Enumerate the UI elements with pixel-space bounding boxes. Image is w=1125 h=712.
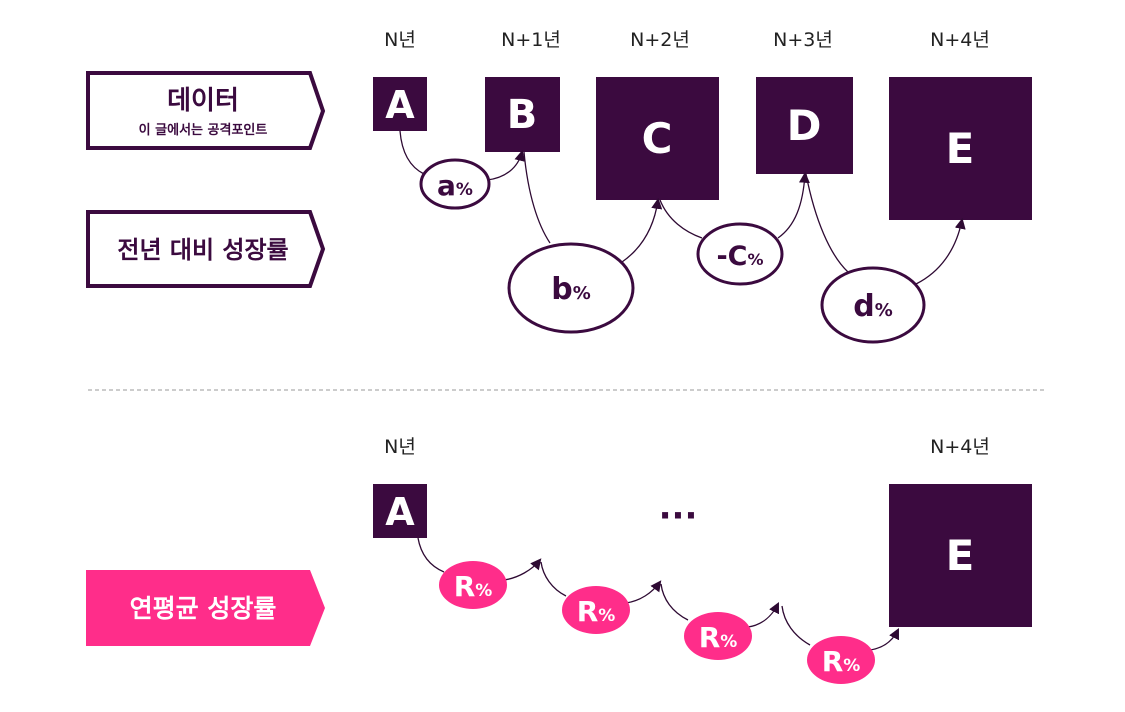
growth-tag [86,210,326,288]
connector-a-in [399,130,425,175]
connector-b-in [523,151,551,244]
ellipsis: ··· [659,496,698,536]
connector-d-in [805,173,849,273]
rate-bubble-a-text: a% [437,169,473,202]
cagr-tag [86,570,325,646]
r-bubble-3-text: R% [699,621,738,654]
year-label-n2: N+2년 [630,29,690,51]
connector-c-in [659,199,703,239]
r-bubble-3 [684,612,752,660]
r-connector-3-out [747,602,779,628]
data-tag [86,71,326,150]
year-label-bottom-n4: N+4년 [930,436,990,458]
box-b [485,77,560,152]
r-connector-4-out [869,628,899,651]
year-label-n1: N+1년 [501,29,561,51]
r-bubble-4-text: R% [822,645,861,678]
r-connector-4-in [781,605,811,646]
r-bubble-1-text: R% [454,570,493,603]
year-label-bottom-n: N년 [384,436,416,458]
cagr-tag-label: 연평균 성장률 [130,594,277,623]
rate-bubble-d-text: d% [853,289,893,324]
r-connector-2-out [625,580,662,604]
connector-b-out [621,197,663,263]
rate-bubble-a [419,158,491,210]
r-connector-2-in [540,561,567,597]
box-d-label: D [787,101,822,150]
r-connector-3-in [660,583,689,621]
year-label-n4: N+4년 [930,29,990,51]
year-label-n3: N+3년 [773,29,833,51]
rate-bubble-c-text: -C% [716,241,763,272]
rate-bubble-b-text: b% [551,272,591,307]
rate-bubble-d [820,266,926,344]
data-tag-sublabel: 이 글에서는 공격포인트 [139,122,268,138]
r-connector-1-out [503,558,542,581]
connector-c-out [777,171,810,239]
box-a-label: A [385,83,415,127]
year-label-n: N년 [384,29,416,51]
box-b-label: B [507,92,538,138]
rate-bubble-b [507,242,635,334]
bottom-box-e-label: E [946,531,975,580]
connector-a-out [486,149,526,181]
connector-d-out [915,217,966,285]
rate-bubble-c [696,222,784,286]
r-connector-1-in [417,537,445,573]
box-d [756,77,853,174]
r-bubble-1 [439,561,507,609]
box-a [373,77,427,131]
bottom-box-a-label: A [385,490,415,534]
bottom-box-e [889,484,1032,627]
box-e-label: E [946,124,975,173]
r-bubble-2-text: R% [577,595,616,628]
data-tag-label: 데이터 [167,86,239,116]
box-e [889,77,1032,220]
box-c-label: C [642,114,673,163]
r-bubble-4 [807,636,875,684]
growth-tag-label: 전년 대비 성장률 [117,236,288,264]
r-bubble-2 [562,586,630,634]
bottom-box-a [373,484,427,538]
box-c [596,77,719,200]
